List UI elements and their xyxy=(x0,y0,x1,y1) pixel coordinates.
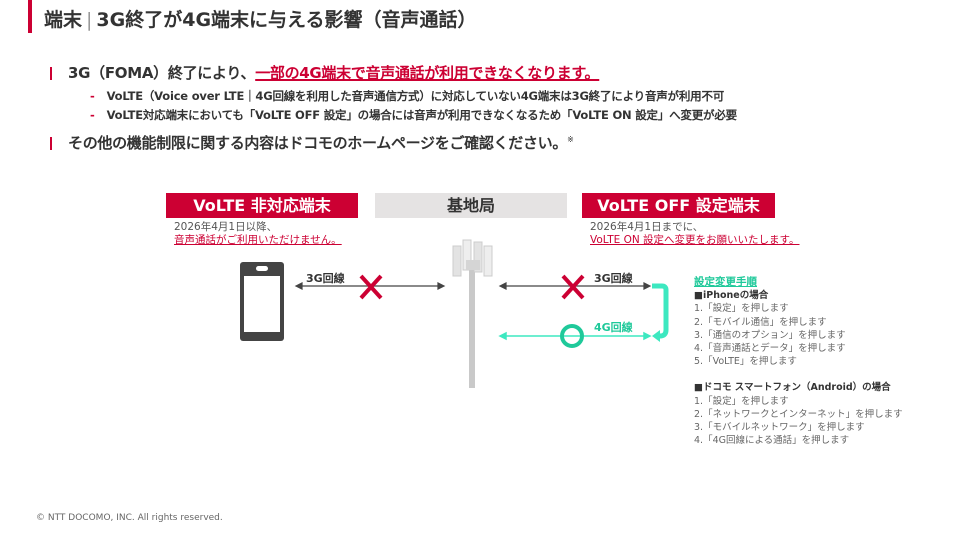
note-mark: ※ xyxy=(567,135,574,144)
right-note: 2026年4月1日までに、VoLTE ON 設定へ変更をお願いいたします。 xyxy=(590,221,800,247)
iphone-step: 4.「音声通話とデータ」を押します xyxy=(694,343,846,355)
steps-title: 設定変更手順 xyxy=(694,276,757,288)
switch-bracket-arrow xyxy=(652,283,669,339)
cross-icon xyxy=(561,274,585,300)
right-4g-arrow xyxy=(498,331,652,341)
cross-icon xyxy=(359,274,383,300)
sub-bullet-text: VoLTE対応端末においても「VoLTE OFF 設定」の場合には音声が利用でき… xyxy=(106,108,738,122)
android-step: 3.「モバイルネットワーク」を押します xyxy=(694,422,865,434)
base-station-label: 基地局 xyxy=(375,193,567,218)
bracket-arrowhead xyxy=(652,330,660,342)
left-note: 2026年4月1日以降、音声通話がご利用いただけません。 xyxy=(174,221,342,247)
sub-bullet-1: -VoLTE（Voice over LTE｜4G回線を利用した音声通信方式）に対… xyxy=(90,88,724,104)
title-accent-bar xyxy=(28,0,32,33)
android-step: 1.「設定」を押します xyxy=(694,395,789,407)
sub-bullet-2: -VoLTE対応端末においても「VoLTE OFF 設定」の場合には音声が利用で… xyxy=(90,107,737,123)
bullet-1-text: 3G（FOMA）終了により、 xyxy=(68,64,256,82)
sub-bullet-text: VoLTE（Voice over LTE｜4G回線を利用した音声通信方式）に対応… xyxy=(106,89,725,103)
settings-steps: 設定変更手順 ■iPhoneの場合 1.「設定」を押します 2.「モバイル通信」… xyxy=(694,276,903,447)
copyright-footer: © NTT DOCOMO, INC. All rights reserved. xyxy=(36,513,223,523)
android-heading: ■ドコモ スマートフォン（Android）の場合 xyxy=(694,382,891,394)
left-note-line1: 2026年4月1日以降、 xyxy=(174,221,278,233)
title-category: 端末 xyxy=(44,9,83,31)
bullet-1-emphasis: 一部の4G端末で音声通話が利用できなくなります。 xyxy=(255,64,600,82)
iphone-heading: ■iPhoneの場合 xyxy=(694,290,769,302)
bullet-1: 3G（FOMA）終了により、一部の4G端末で音声通話が利用できなくなります。 xyxy=(68,62,600,83)
dash: - xyxy=(90,108,95,122)
bullet-marker xyxy=(50,137,52,150)
volte-off-label: VoLTE OFF 設定端末 xyxy=(582,193,775,218)
bullet-2: その他の機能制限に関する内容はドコモのホームページをご確認ください。※ xyxy=(68,132,574,153)
right-note-line1: 2026年4月1日までに、 xyxy=(590,221,704,233)
iphone-step: 1.「設定」を押します xyxy=(694,303,789,315)
title-main: 3G終了が4G端末に与える影響（音声通話） xyxy=(96,9,477,31)
android-step: 4.「4G回線による通話」を押します xyxy=(694,435,850,447)
dash: - xyxy=(90,89,95,103)
bullet-2-text: その他の機能制限に関する内容はドコモのホームページをご確認ください。 xyxy=(68,134,568,152)
android-step: 2.「ネットワークとインターネット」を押します xyxy=(694,408,903,420)
bullet-marker xyxy=(50,67,52,80)
iphone-step: 2.「モバイル通信」を押します xyxy=(694,316,827,328)
left-3g-label: 3G回線 xyxy=(306,272,345,285)
base-station-tower-icon xyxy=(452,239,493,388)
volte-unsupported-label: VoLTE 非対応端末 xyxy=(166,193,358,218)
right-note-line2: VoLTE ON 設定へ変更をお願いいたします。 xyxy=(590,234,800,246)
iphone-step: 3.「通信のオプション」を押します xyxy=(694,329,846,341)
right-4g-label: 4G回線 xyxy=(594,321,633,334)
iphone-step: 5.「VoLTE」を押します xyxy=(694,356,797,368)
left-note-line2: 音声通話がご利用いただけません。 xyxy=(174,234,342,246)
title-separator: | xyxy=(86,9,93,31)
page-title: 端末|3G終了が4G端末に与える影響（音声通話） xyxy=(44,5,476,32)
circle-ok-icon xyxy=(560,324,584,348)
smartphone-icon xyxy=(240,262,284,341)
right-3g-label: 3G回線 xyxy=(594,272,633,285)
